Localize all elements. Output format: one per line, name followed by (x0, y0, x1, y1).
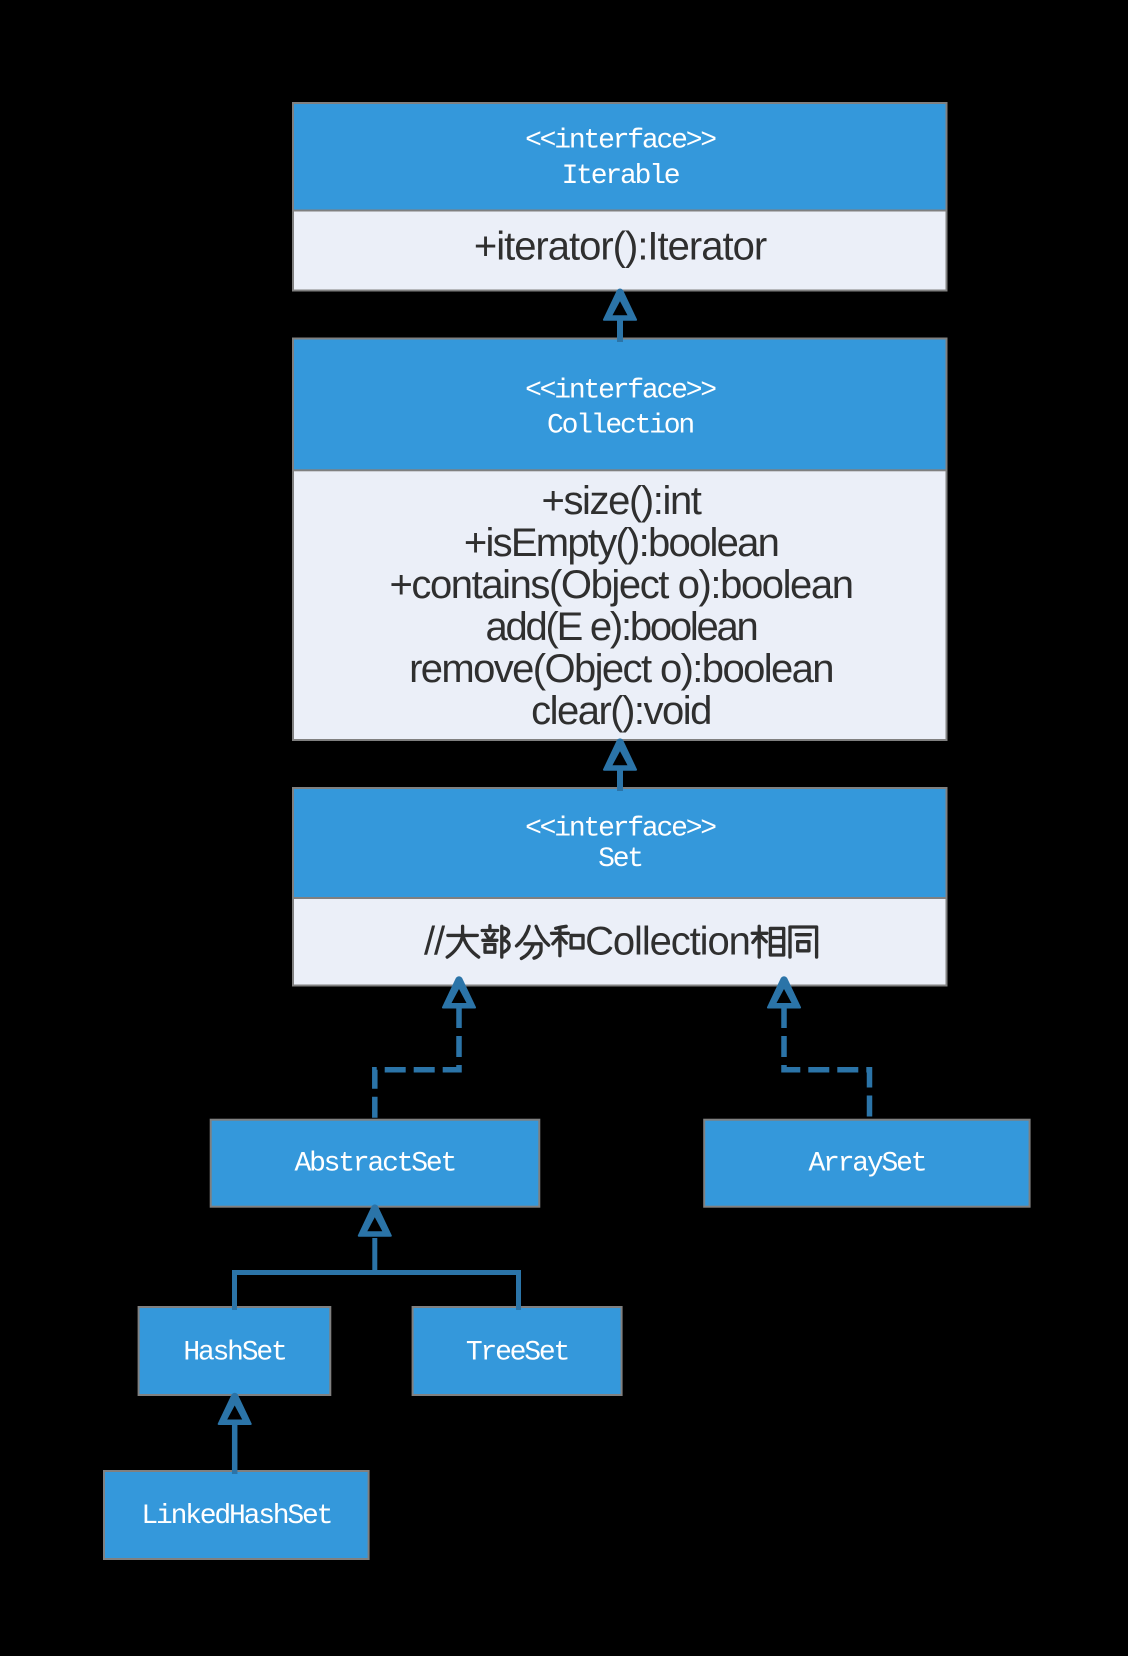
svg-text:HashSet: HashSet (183, 1338, 285, 1369)
svg-text:clear():void: clear():void (531, 689, 711, 733)
svg-text:Collection: Collection (547, 410, 693, 441)
svg-text:<<interface>>: <<interface>> (525, 813, 716, 844)
svg-text:Set: Set (598, 844, 642, 875)
svg-text:ArraySet: ArraySet (808, 1149, 925, 1180)
svg-text:<<interface>>: <<interface>> (525, 126, 716, 157)
svg-text:remove(Object o):boolean: remove(Object o):boolean (409, 647, 833, 691)
svg-text:+contains(Object o):boolean: +contains(Object o):boolean (389, 563, 852, 607)
svg-text://: // (424, 920, 446, 964)
svg-text:TreeSet: TreeSet (466, 1338, 568, 1369)
svg-text:LinkedHashSet: LinkedHashSet (141, 1501, 331, 1532)
svg-text:+size():int: +size():int (542, 479, 702, 523)
svg-text:+isEmpty():boolean: +isEmpty():boolean (464, 521, 778, 565)
svg-text:+iterator():Iterator: +iterator():Iterator (474, 225, 767, 269)
svg-text:Collection: Collection (585, 920, 750, 964)
svg-text:AbstractSet: AbstractSet (294, 1149, 455, 1180)
svg-text:add(E e):boolean: add(E e):boolean (485, 605, 756, 649)
svg-text:<<interface>>: <<interface>> (525, 376, 716, 407)
svg-text:Iterable: Iterable (562, 161, 679, 192)
